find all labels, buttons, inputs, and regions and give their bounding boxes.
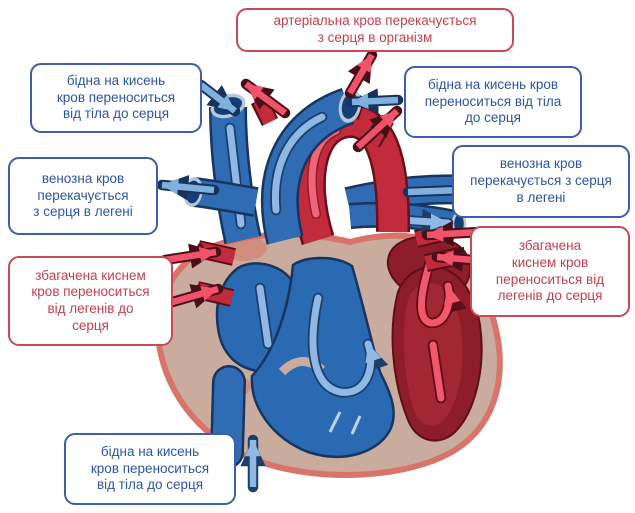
arrow-heart-to-left-lung — [156, 174, 220, 201]
label-text: збагачена киснем кров переноситься від л… — [31, 267, 150, 333]
arrow-aorta-to-body-left — [240, 78, 291, 119]
label-venous-to-lungs-left: венозна кров перекачується з серця в лег… — [8, 157, 158, 235]
flow-arrow-left-ventricle — [427, 339, 447, 404]
arrow-body-to-heart-top-right — [346, 88, 404, 114]
label-text: збагачена киснем кров переноситься від л… — [495, 238, 605, 304]
label-text: бідна на кисень кров переноситься від ті… — [90, 443, 210, 493]
trabecula — [328, 411, 342, 433]
arrow-body-to-svc — [195, 79, 241, 117]
label-oxygenated-from-lungs-left: збагачена киснем кров переноситься від л… — [8, 256, 173, 346]
label-text: венозна кров перекачується з серця в лег… — [33, 170, 133, 220]
trabecula — [350, 415, 362, 435]
flow-arrow-right-atrium — [254, 282, 274, 350]
arrow-aorta-to-body-right — [352, 105, 403, 153]
label-oxygenated-from-lungs-right: збагачена киснем кров переноситься від л… — [470, 226, 630, 317]
label-deoxygenated-from-body-bottom: бідна на кисень кров переноситься від ті… — [64, 433, 236, 505]
label-deoxygenated-from-body-top-right: бідна на кисень кров переноситься від ті… — [404, 66, 582, 138]
label-text: бідна на кисень кров переноситься від ті… — [56, 72, 176, 122]
label-text: бідна на кисень кров переноситься від ті… — [424, 76, 562, 126]
flow-arrow-pulmonary-trunk — [270, 111, 328, 216]
label-arterial-to-body: артеріальна кров перекачується з серця в… — [236, 8, 514, 52]
label-text: артеріальна кров перекачується з серця в… — [273, 13, 477, 45]
label-deoxygenated-from-body-top-left: бідна на кисень кров переноситься від ті… — [30, 63, 202, 133]
flow-arrow-right-ventricle — [307, 292, 389, 398]
flow-arrow-left-atrium — [416, 256, 467, 329]
arrow-aorta-to-body-top — [344, 49, 378, 99]
label-venous-to-lungs-right: венозна кров перекачується з серця в лег… — [452, 145, 630, 218]
label-text: венозна кров перекачується з серця в лег… — [470, 156, 612, 205]
arrow-lungs-to-heart-left-1 — [159, 243, 222, 269]
